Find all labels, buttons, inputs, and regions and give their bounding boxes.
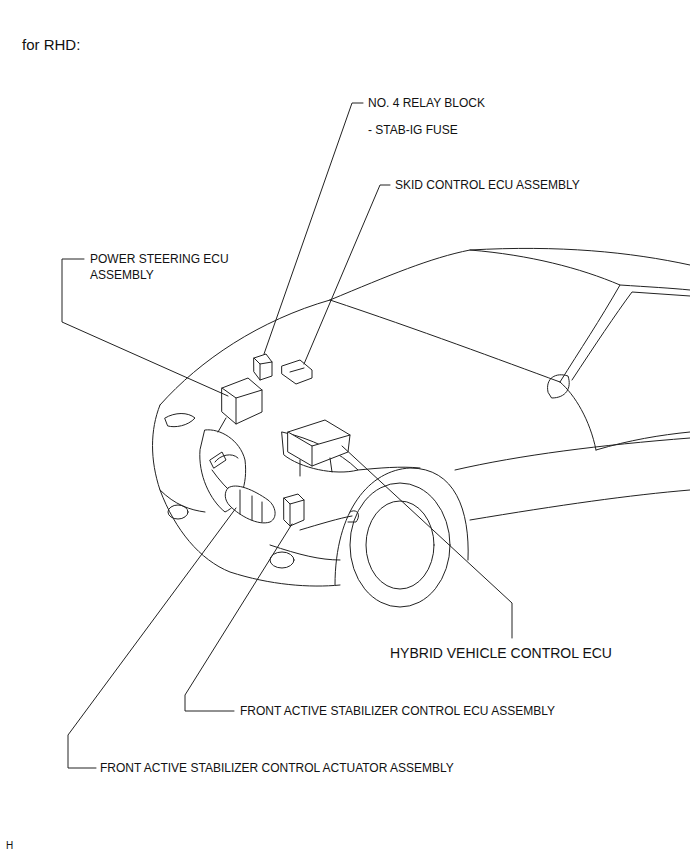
car-rim: [366, 501, 434, 589]
skid-control-ecu: [282, 360, 312, 384]
relay-block: [254, 354, 272, 380]
stabilizer-bar: [212, 455, 352, 530]
car-fog-lamp: [168, 505, 188, 519]
leader-line: [342, 446, 512, 638]
part-label: SKID CONTROL ECU ASSEMBLY: [395, 177, 580, 193]
car-headlight-far: [165, 414, 195, 427]
stabilizer-actuator: [225, 486, 275, 523]
diagram-title: for RHD:: [22, 37, 80, 53]
power-steering-ecu: [218, 378, 262, 432]
car-roof: [470, 248, 690, 290]
car-windshield: [330, 250, 620, 382]
part-label: POWER STEERING ECU ASSEMBLY: [90, 251, 230, 283]
car-side-line: [455, 438, 690, 520]
hybrid-ecu: [288, 420, 350, 476]
leader-line: [185, 524, 292, 711]
part-label: FRONT ACTIVE STABILIZER CONTROL ACTUATOR…: [100, 760, 454, 776]
part-note: - STAB-IG FUSE: [368, 122, 458, 138]
car-mirror: [548, 375, 570, 398]
leader-line: [304, 185, 390, 364]
part-label: NO. 4 RELAY BLOCK: [368, 95, 485, 111]
car-hood: [160, 300, 560, 405]
part-label: FRONT ACTIVE STABILIZER CONTROL ECU ASSE…: [240, 703, 555, 719]
car-fog-lamp: [270, 552, 294, 568]
car-side-window: [572, 292, 690, 380]
figure-code: H: [6, 838, 13, 854]
part-label: HYBRID VEHICLE CONTROL ECU: [390, 645, 612, 661]
leader-line: [264, 103, 363, 354]
leader-line: [68, 508, 236, 768]
car-tire: [350, 483, 450, 607]
stabilizer-ecu: [284, 494, 304, 526]
